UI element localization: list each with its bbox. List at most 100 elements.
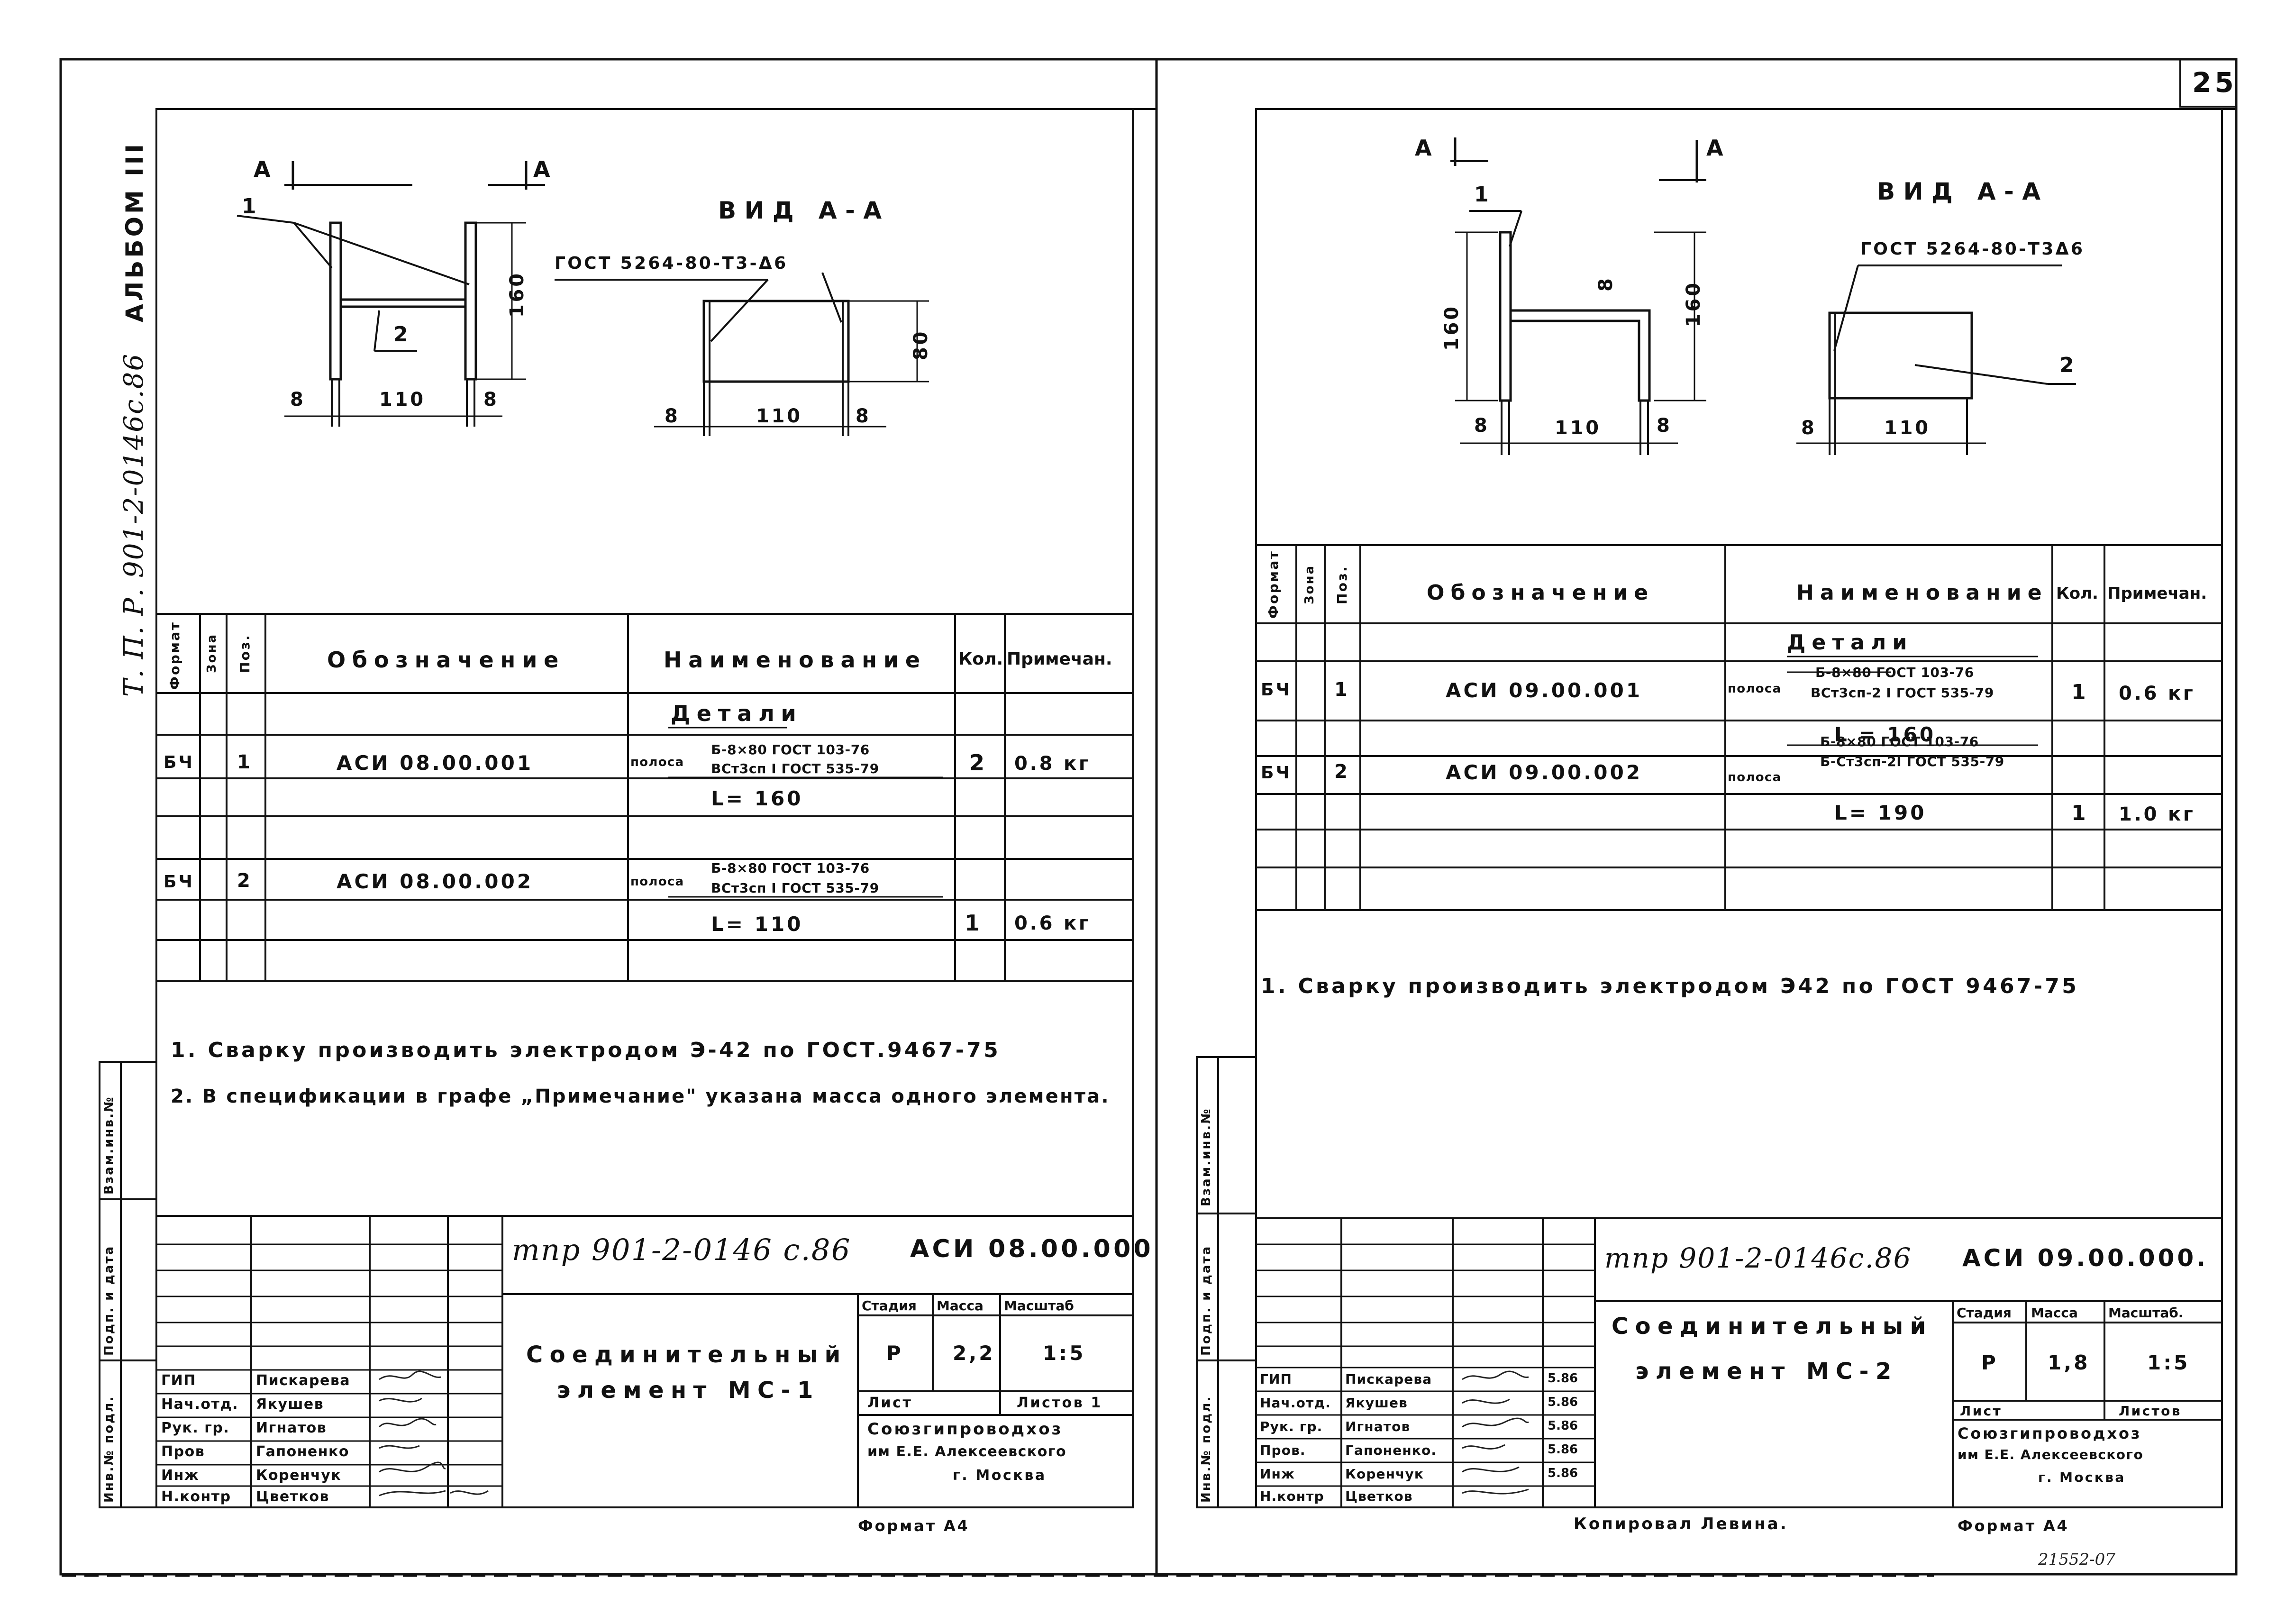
note-1: 1. Сварку производить электродом Э-42 по… xyxy=(171,1038,1001,1062)
dim-thickness-right-right: 8 xyxy=(1657,415,1672,437)
date-right-4: 5.86 xyxy=(1548,1442,1578,1457)
title-scale-header: Масштаб xyxy=(1004,1298,1074,1314)
view-dim-span: 110 xyxy=(756,405,802,427)
dim-thickness-left: 8 xyxy=(290,389,306,411)
spec-row-2-length: L= 110 xyxy=(711,912,803,936)
role-right-gip: ГИП xyxy=(1260,1371,1293,1387)
stamp-replacing-inv: Взам.инв.№ xyxy=(102,1095,116,1195)
spec-header-pos-right: Поз. xyxy=(1334,565,1350,604)
spec-row-2-name1: Б-8×80 ГОСТ 103-76 xyxy=(711,860,870,876)
section-mark-left-a1: А xyxy=(254,156,273,182)
spec-row-1-length: L= 160 xyxy=(711,787,803,810)
role-prov: Пров xyxy=(161,1443,205,1460)
spec-right-row-1-designation: АСИ 09.00.001 xyxy=(1446,679,1643,702)
spec-row-1-name2: ВСт3сп I ГОСТ 535-79 xyxy=(711,761,879,776)
section-mark-left-a2: А xyxy=(533,156,553,182)
spec-header-designation: Обозначение xyxy=(327,647,565,673)
view-dim-thickness-right: 8 xyxy=(1801,417,1817,439)
title-scale: 1:5 xyxy=(1043,1341,1086,1365)
page-number: 25 xyxy=(2192,66,2237,99)
note-right-1: 1. Сварку производить электродом Э42 по … xyxy=(1261,974,2079,998)
title-org-line2: им Е.Е. Алексеевского xyxy=(867,1443,1067,1460)
title-stage-header: Стадия xyxy=(862,1298,917,1314)
callout-right-2: 2 xyxy=(2059,353,2076,377)
name-right-4: Гапоненко. xyxy=(1345,1442,1437,1458)
copied-by: Копировал Левина. xyxy=(1574,1515,1788,1533)
note-2: 2. В спецификации в графе „Примечание" у… xyxy=(171,1086,1110,1107)
format-label-right: Формат А4 xyxy=(1958,1517,2069,1535)
view-dim-thickness-left: 8 xyxy=(665,405,680,427)
spec-right-row-1-name1: Б-8×80 ГОСТ 103-76 xyxy=(1815,665,1974,680)
title-mass-right: 1,8 xyxy=(2048,1351,2090,1374)
title-mass-header: Масса xyxy=(937,1298,984,1314)
callout-1: 1 xyxy=(242,194,259,219)
dim-view-height: 80 xyxy=(910,329,932,360)
title-org-line3-right: г. Москва xyxy=(2038,1469,2126,1485)
role-right-inzh: Инж xyxy=(1260,1466,1295,1482)
dim-thickness-left-right: 8 xyxy=(1474,415,1490,437)
role-right-nach: Нач.отд. xyxy=(1260,1395,1331,1411)
spec-right-row-1-qty: 1 xyxy=(2071,680,2088,704)
title-stage-right: Р xyxy=(1981,1351,1998,1374)
spec-header-qty: Кол. xyxy=(958,649,1003,669)
spec-row-2-kind: полоса xyxy=(630,875,684,889)
section-mark-right-a1: А xyxy=(1415,135,1435,161)
spec-section-details: Детали xyxy=(671,701,803,726)
section-mark-right-a2: А xyxy=(1706,135,1726,161)
name-1: Пискарева xyxy=(256,1372,351,1389)
spec-right-row-1-kind: полоса xyxy=(1728,682,1782,696)
spec-right-row-1-format: БЧ xyxy=(1261,680,1292,700)
stamp-sign-date-right: Подп. и дата xyxy=(1199,1245,1213,1356)
callout-2: 2 xyxy=(393,322,410,347)
spec-row-1-note: 0.8 кг xyxy=(1014,753,1091,775)
spec-right-row-2-qty: 1 xyxy=(2071,801,2088,825)
name-right-2: Якушев xyxy=(1345,1395,1408,1411)
title-scale-right: 1:5 xyxy=(2147,1351,2190,1374)
spec-row-1-pos: 1 xyxy=(237,751,253,773)
spec-right-row-2-name1: Б-8×80 ГОСТ 103-76 xyxy=(1820,734,1979,749)
spec-header-zone-right: Зона xyxy=(1302,564,1317,604)
dim-web-right: 8 xyxy=(1595,276,1617,292)
dim-span-right: 110 xyxy=(1555,417,1601,439)
view-dim-span-right: 110 xyxy=(1884,417,1931,439)
role-nkontr: Н.контр xyxy=(161,1488,231,1505)
spec-header-name-right: Наименование xyxy=(1796,581,2048,605)
title-stage: Р xyxy=(886,1341,903,1365)
spec-row-2-note: 0.6 кг xyxy=(1014,912,1091,934)
spec-header-format: Формат xyxy=(167,620,182,690)
format-label-left: Формат А4 xyxy=(858,1517,970,1535)
spec-header-name: Наименование xyxy=(664,647,927,673)
dim-span: 110 xyxy=(379,389,426,411)
spec-header-qty-right: Кол. xyxy=(2056,584,2098,603)
title-scale-header-right: Масштаб. xyxy=(2108,1305,2184,1321)
spec-row-1-qty: 2 xyxy=(969,750,987,776)
title-stage-header-right: Стадия xyxy=(1957,1305,2012,1321)
title-name-line2-right: элемент МС-2 xyxy=(1635,1358,1898,1385)
title-mass-header-right: Масса xyxy=(2031,1305,2078,1321)
title-name-line1: Соединительный xyxy=(526,1341,847,1368)
spec-header-note: Примечан. xyxy=(1007,649,1112,669)
title-org-line1: Союзгипроводхоз xyxy=(867,1420,1063,1439)
spec-header-zone: Зона xyxy=(205,633,219,673)
stamp-bottom-right: 21552-07 xyxy=(2038,1550,2115,1569)
spec-right-row-1-length: L = 160 xyxy=(1834,723,1936,746)
date-right-3: 5.86 xyxy=(1548,1419,1578,1433)
album-label: АЛЬБОМ III xyxy=(121,141,148,322)
spec-right-row-1-pos: 1 xyxy=(1334,679,1350,701)
role-right-nkontr: Н.контр xyxy=(1260,1488,1324,1504)
date-right-5: 5.86 xyxy=(1548,1466,1578,1480)
callout-right-1: 1 xyxy=(1474,182,1491,207)
spec-right-row-1-name2: ВСт3сп-2 I ГОСТ 535-79 xyxy=(1811,685,1994,701)
signatures-left xyxy=(378,1370,489,1496)
name-4: Гапоненко xyxy=(256,1443,349,1460)
name-right-3: Игнатов xyxy=(1345,1419,1411,1434)
spec-row-2-designation: АСИ 08.00.002 xyxy=(337,870,534,893)
spec-row-2-qty: 1 xyxy=(965,910,983,936)
date-right-2: 5.86 xyxy=(1548,1395,1578,1409)
spec-row-1-name1: Б-8×80 ГОСТ 103-76 xyxy=(711,742,870,757)
weld-note: ГОСТ 5264-80-Т3-Δ6 xyxy=(555,254,788,273)
title-sheets-label: Листов 1 xyxy=(1017,1395,1102,1411)
spec-header-note-right: Примечан. xyxy=(2107,584,2207,603)
spec-right-row-2-designation: АСИ 09.00.002 xyxy=(1446,761,1643,784)
